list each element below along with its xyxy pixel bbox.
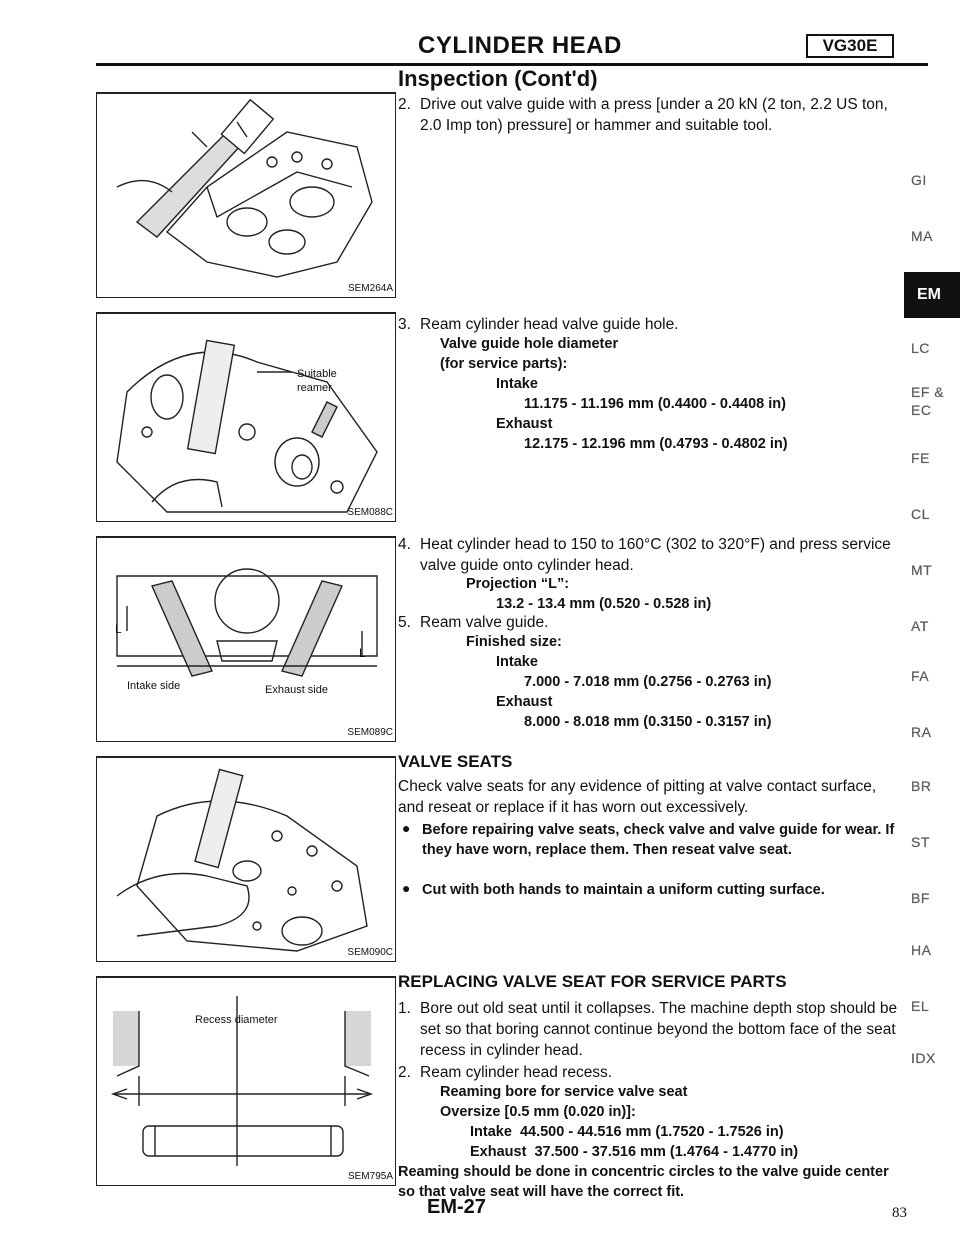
sidebar-item-ef[interactable]: EF & bbox=[911, 384, 945, 400]
spec-guide-hole-diameter: Valve guide hole diameter bbox=[440, 336, 619, 352]
sidebar-item-at[interactable]: AT bbox=[911, 618, 929, 634]
spec-finished-intake-label: Intake bbox=[496, 654, 538, 670]
spec-reaming-bore: Reaming bore for service valve seat bbox=[440, 1084, 688, 1100]
step-5-text: Ream valve guide. bbox=[420, 614, 549, 631]
bullet-dot: ● bbox=[402, 820, 411, 836]
figure-guide-projection: L L Intake side Exhaust side SEM089C bbox=[96, 536, 396, 742]
spec-finished-exhaust-value: 8.000 - 8.018 mm (0.3150 - 0.3157 in) bbox=[524, 714, 772, 730]
figure-ream-guide-hole: Suitable reamer SEM088C bbox=[96, 312, 396, 522]
step-2-text: Drive out valve guide with a press [unde… bbox=[420, 96, 888, 134]
bullet-dot: ● bbox=[402, 880, 411, 896]
page-title: CYLINDER HEAD bbox=[418, 32, 622, 59]
sidebar-item-mt[interactable]: MT bbox=[911, 562, 933, 578]
spec-intake-value: 11.175 - 11.196 mm (0.4400 - 0.4408 in) bbox=[524, 396, 786, 412]
replace-step-1-number: 1. bbox=[398, 1000, 411, 1017]
label-intake-side: Intake side bbox=[127, 680, 181, 692]
spec-finished-exhaust-label: Exhaust bbox=[496, 694, 553, 710]
spec-finished-size: Finished size: bbox=[466, 634, 562, 650]
step-2-number: 2. bbox=[398, 96, 411, 113]
figure-code: SEM090C bbox=[347, 947, 393, 958]
step-3-text: Ream cylinder head valve guide hole. bbox=[420, 316, 679, 333]
sidebar-item-lc[interactable]: LC bbox=[911, 340, 930, 356]
label-exhaust-side: Exhaust side bbox=[265, 684, 328, 696]
sidebar-item-st[interactable]: ST bbox=[911, 834, 930, 850]
recess-drawing bbox=[110, 996, 374, 1166]
step-3-number: 3. bbox=[398, 316, 411, 333]
header-rule bbox=[96, 63, 928, 66]
spec-recess-intake: Intake 44.500 - 44.516 mm (1.7520 - 1.75… bbox=[470, 1124, 784, 1140]
valve-seats-paragraph: Check valve seats for any evidence of pi… bbox=[398, 778, 877, 816]
sidebar-item-ha[interactable]: HA bbox=[911, 942, 932, 958]
spec-oversize: Oversize [0.5 mm (0.020 in)]: bbox=[440, 1104, 636, 1120]
sidebar-item-el[interactable]: EL bbox=[911, 998, 930, 1014]
reaming-note: Reaming should be done in concentric cir… bbox=[398, 1164, 889, 1200]
valve-seats-bullet-2: Cut with both hands to maintain a unifor… bbox=[422, 882, 825, 898]
cylinder-head-drawing-1 bbox=[116, 98, 373, 278]
figure-code: SEM088C bbox=[347, 507, 393, 518]
label-reamer: reamer bbox=[297, 382, 332, 394]
page-number: 83 bbox=[892, 1205, 907, 1221]
figure-code: SEM089C bbox=[347, 727, 393, 738]
figure-code: SEM264A bbox=[347, 283, 393, 294]
replace-step-2-number: 2. bbox=[398, 1064, 411, 1081]
sidebar-item-ma[interactable]: MA bbox=[911, 228, 933, 244]
guide-projection-drawing bbox=[116, 568, 378, 677]
spec-recess-exhaust: Exhaust 37.500 - 37.516 mm (1.4764 - 1.4… bbox=[470, 1144, 799, 1160]
reamer-drawing bbox=[116, 339, 378, 513]
step-5-number: 5. bbox=[398, 614, 411, 631]
spec-for-service-parts: (for service parts): bbox=[440, 356, 568, 372]
page-subtitle: Inspection (Cont'd) bbox=[398, 66, 598, 91]
sidebar-item-em-active[interactable]: EM bbox=[904, 272, 960, 318]
valve-seats-bullet-1: Before repairing valve seats, check valv… bbox=[422, 822, 895, 858]
section-valve-seats: VALVE SEATS bbox=[398, 752, 513, 771]
label-l-left: L bbox=[115, 622, 122, 636]
sidebar-item-idx[interactable]: IDX bbox=[911, 1050, 936, 1066]
footer-page-code: EM-27 bbox=[427, 1196, 486, 1218]
step-4-number: 4. bbox=[398, 536, 411, 553]
figure-code: SEM795A bbox=[347, 1171, 393, 1182]
spec-exhaust-value: 12.175 - 12.196 mm (0.4793 - 0.4802 in) bbox=[524, 436, 788, 452]
sidebar-item-cl[interactable]: CL bbox=[911, 506, 930, 522]
engine-badge: VG30E bbox=[806, 34, 894, 58]
spec-projection-label: Projection “L”: bbox=[466, 576, 570, 592]
reseat-drawing bbox=[116, 768, 368, 952]
sidebar-item-br[interactable]: BR bbox=[911, 778, 932, 794]
figure-valve-guide-press: SEM264A bbox=[96, 92, 396, 298]
sidebar-item-ec[interactable]: EC bbox=[911, 402, 932, 418]
figure-recess-diameter: Recess diameter SEM795A bbox=[96, 976, 396, 1186]
replace-step-2-text: Ream cylinder head recess. bbox=[420, 1064, 613, 1081]
sidebar-item-ra[interactable]: RA bbox=[911, 724, 932, 740]
section-replacing-valve-seat: REPLACING VALVE SEAT FOR SERVICE PARTS bbox=[398, 972, 787, 991]
sidebar-item-fa[interactable]: FA bbox=[911, 668, 930, 684]
label-recess-diameter: Recess diameter bbox=[195, 1014, 278, 1026]
figure-reseat-valve: SEM090C bbox=[96, 756, 396, 962]
spec-finished-intake-value: 7.000 - 7.018 mm (0.2756 - 0.2763 in) bbox=[524, 674, 772, 690]
sidebar-item-fe[interactable]: FE bbox=[911, 450, 930, 466]
spec-intake-label: Intake bbox=[496, 376, 538, 392]
spec-exhaust-label: Exhaust bbox=[496, 416, 553, 432]
sidebar-item-gi[interactable]: GI bbox=[911, 172, 927, 188]
replace-step-1-text: Bore out old seat until it collapses. Th… bbox=[420, 1000, 898, 1059]
spec-projection-value: 13.2 - 13.4 mm (0.520 - 0.528 in) bbox=[496, 596, 712, 612]
label-l-right: L bbox=[359, 646, 366, 660]
sidebar-item-bf[interactable]: BF bbox=[911, 890, 930, 906]
step-4-text: Heat cylinder head to 150 to 160°C (302 … bbox=[420, 536, 891, 574]
label-suitable: Suitable bbox=[297, 368, 337, 380]
